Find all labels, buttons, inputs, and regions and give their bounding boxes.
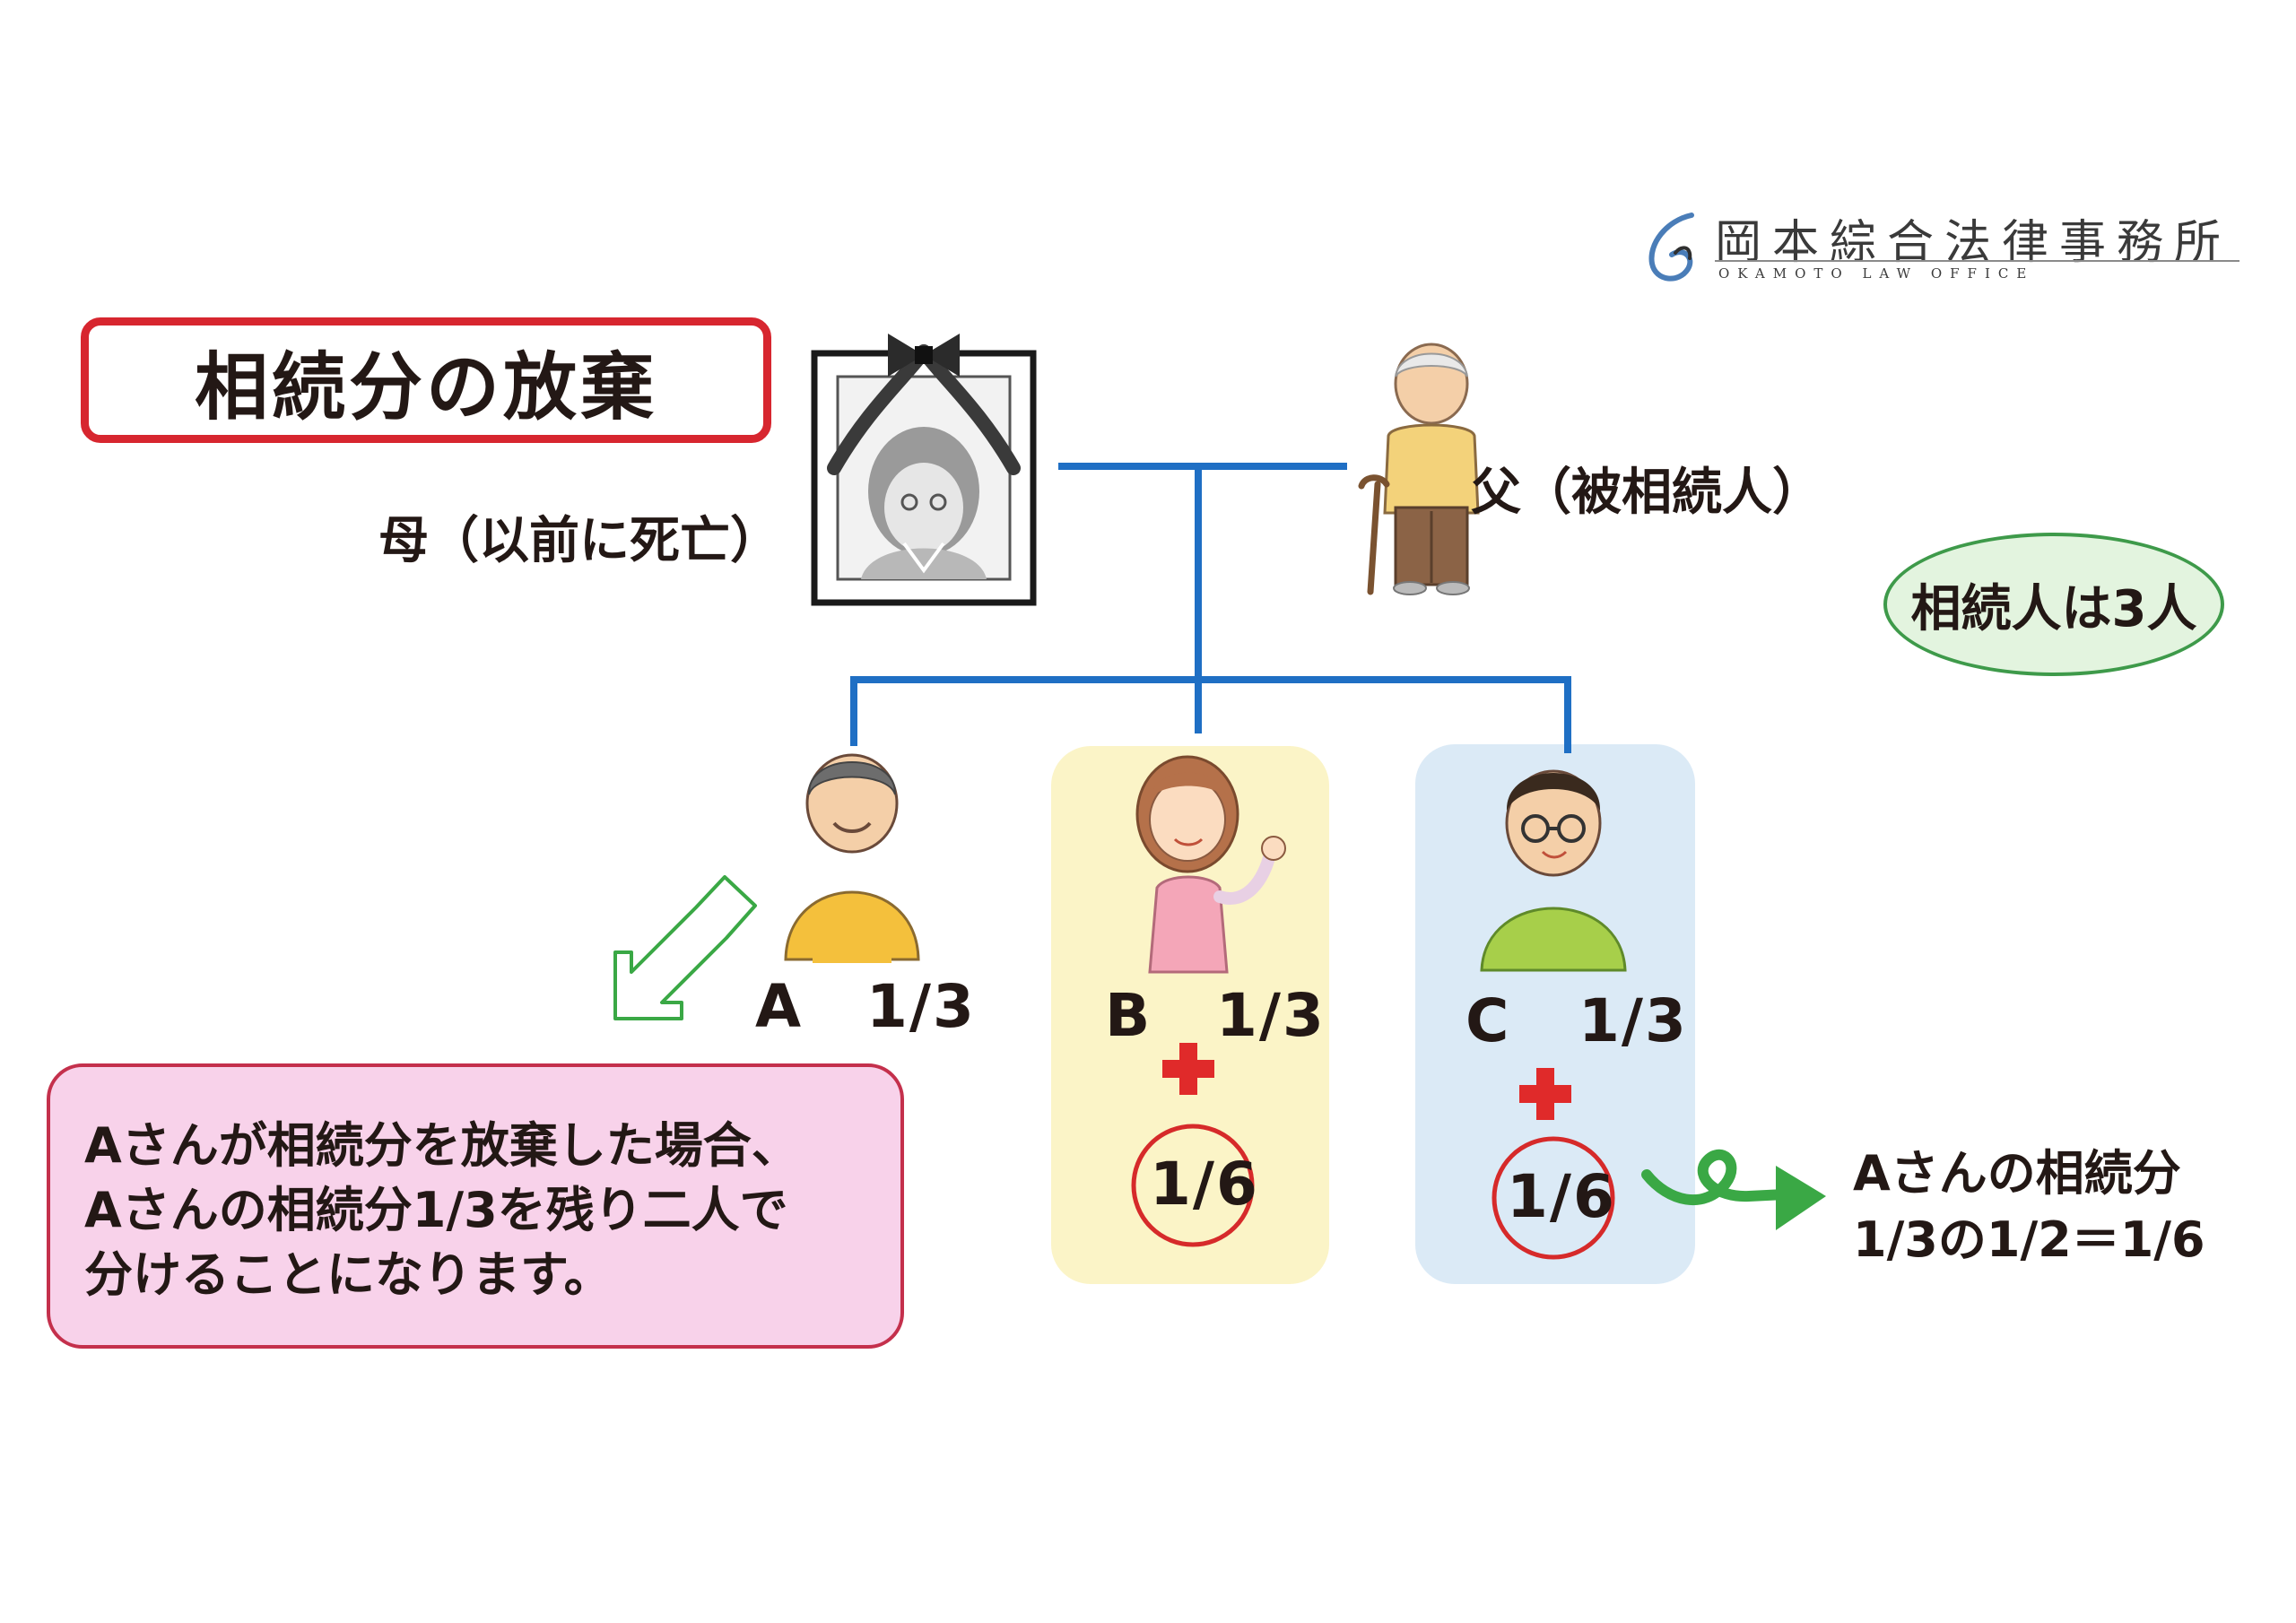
heir-c-name: C bbox=[1465, 986, 1511, 1055]
heir-b-share: 1/3 bbox=[1216, 981, 1326, 1050]
family-tree-lines bbox=[850, 463, 1571, 753]
heir-c-added-share: 1/6 bbox=[1507, 1162, 1616, 1231]
heir-a-figure-icon bbox=[784, 753, 920, 963]
office-name-en: OKAMOTO LAW OFFICE bbox=[1718, 265, 2035, 282]
office-logo-icon bbox=[1648, 213, 1694, 282]
plus-c-icon bbox=[1519, 1068, 1571, 1120]
logo-divider bbox=[1715, 260, 2239, 262]
heir-b-added-share: 1/6 bbox=[1150, 1150, 1259, 1219]
explanation-line: Aさんの相続分1/3を残り二人で bbox=[84, 1182, 788, 1238]
heir-c-share: 1/3 bbox=[1578, 986, 1688, 1055]
heir-a-share: 1/3 bbox=[866, 972, 976, 1041]
memorial-portrait-icon bbox=[811, 334, 1037, 606]
heirs-count-label: 相続人は3人 bbox=[1910, 579, 2197, 638]
calc-note-line-2: 1/3の1/2＝1/6 bbox=[1853, 1211, 2205, 1268]
heir-b-name: B bbox=[1105, 981, 1152, 1050]
down-left-arrow-icon bbox=[613, 875, 757, 1020]
father-figure-icon bbox=[1358, 343, 1480, 595]
plus-b-icon bbox=[1162, 1043, 1214, 1095]
loop-arrow-icon bbox=[1641, 1149, 1826, 1230]
heir-c-figure-icon bbox=[1480, 769, 1627, 972]
page-title: 相続分の放棄 bbox=[194, 344, 657, 430]
circle-c-icon bbox=[1492, 1136, 1615, 1260]
explanation-line: Aさんが相続分を放棄した場合、 bbox=[84, 1117, 800, 1174]
title-box: 相続分の放棄 bbox=[81, 317, 771, 443]
mother-label: 母（以前に死亡） bbox=[378, 512, 780, 570]
explanation-box: Aさんが相続分を放棄した場合、 Aさんの相続分1/3を残り二人で 分けることにな… bbox=[47, 1063, 904, 1349]
father-label: 父（被相続人） bbox=[1471, 464, 1822, 522]
explanation-line: 分けることになります。 bbox=[84, 1246, 613, 1303]
circle-b-icon bbox=[1131, 1124, 1255, 1247]
heirs-count-oval: 相続人は3人 bbox=[1883, 533, 2224, 676]
calc-note-line-1: Aさんの相続分 bbox=[1853, 1145, 2181, 1202]
heir-b-figure-icon bbox=[1135, 755, 1286, 974]
heir-a-name: A bbox=[755, 972, 804, 1041]
